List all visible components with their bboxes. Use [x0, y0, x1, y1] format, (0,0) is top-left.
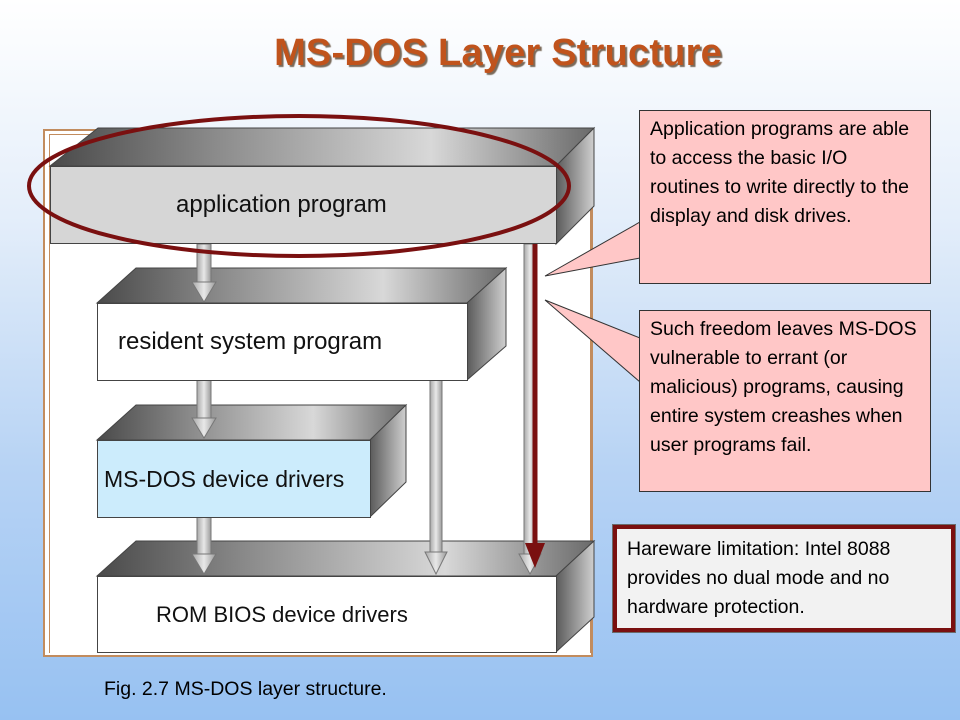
- hardware-limitation-text: Hareware limitation: Intel 8088 provides…: [627, 538, 891, 618]
- callout-direct-access-text: Application programs are able to access …: [650, 118, 910, 227]
- arrow-drivers-to-rom: [191, 516, 217, 575]
- ms-dos-device-drivers-box: MS-DOS device drivers: [97, 440, 371, 518]
- slide-title: MS-DOS Layer Structure: [274, 32, 722, 74]
- resident-system-program-label: resident system program: [118, 328, 383, 355]
- figure-caption: Fig. 2.7 MS-DOS layer structure.: [104, 678, 387, 700]
- application-program-label: application program: [176, 191, 387, 218]
- direct-access-arrow: [525, 244, 545, 568]
- callout-freedom-vulnerability: Such freedom leaves MS-DOS vulnerable to…: [639, 310, 931, 492]
- callout-freedom-text: Such freedom leaves MS-DOS vulnerable to…: [650, 318, 917, 456]
- arrow-resident-to-rom: [424, 379, 448, 576]
- ms-dos-device-drivers-label: MS-DOS device drivers: [104, 465, 345, 492]
- rom-bios-device-drivers-box: ROM BIOS device drivers: [97, 576, 557, 653]
- rom-bios-device-drivers-label: ROM BIOS device drivers: [156, 601, 408, 627]
- application-program-box: application program: [50, 166, 557, 244]
- resident-system-program-box: resident system program: [97, 303, 468, 381]
- hardware-limitation-note: Hareware limitation: Intel 8088 provides…: [612, 524, 956, 633]
- application-highlight-ellipse: [27, 114, 571, 258]
- arrow-resident-to-drivers: [191, 379, 217, 439]
- callout-direct-access: Application programs are able to access …: [639, 110, 931, 284]
